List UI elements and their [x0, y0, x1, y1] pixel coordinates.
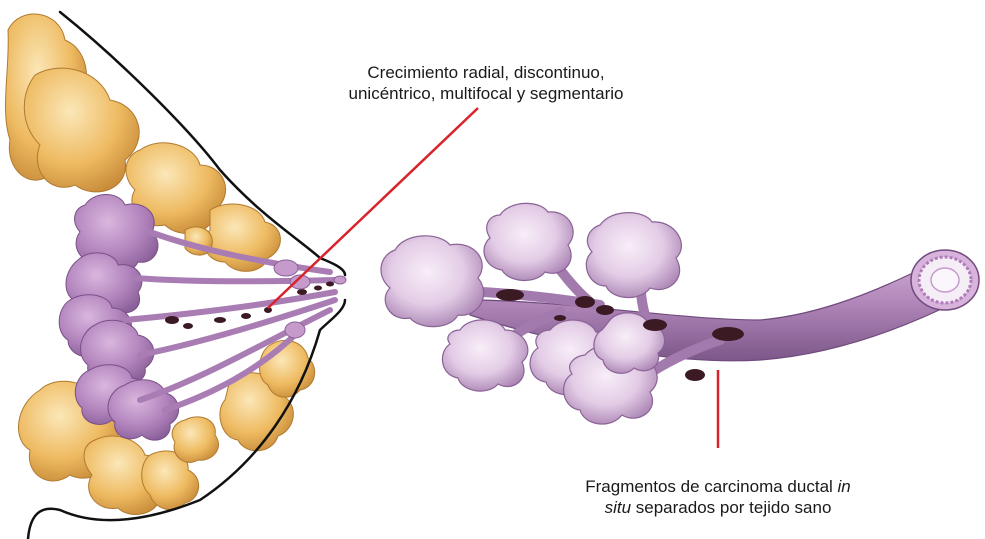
fragments-text-italic-in: in: [838, 477, 851, 496]
fragments-text-post: separados por tejido sano: [631, 498, 831, 517]
fragments-label: Fragmentos de carcinoma ductal in situ s…: [548, 476, 888, 518]
duct-lumen: [911, 250, 979, 310]
fragments-label-line2: situ separados por tejido sano: [548, 497, 888, 518]
growth-label-line1: Crecimiento radial, discontinuo,: [308, 62, 664, 83]
enlarged-duct-detail: [381, 203, 979, 424]
fragments-label-line1: Fragmentos de carcinoma ductal in: [548, 476, 888, 497]
growth-pattern-label: Crecimiento radial, discontinuo, unicént…: [308, 62, 664, 104]
fragments-text-italic-situ: situ: [605, 498, 631, 517]
growth-label-line2: unicéntrico, multifocal y segmentario: [308, 83, 664, 104]
fragments-text-pre: Fragmentos de carcinoma ductal: [585, 477, 837, 496]
breast-cross-section: [5, 12, 346, 539]
